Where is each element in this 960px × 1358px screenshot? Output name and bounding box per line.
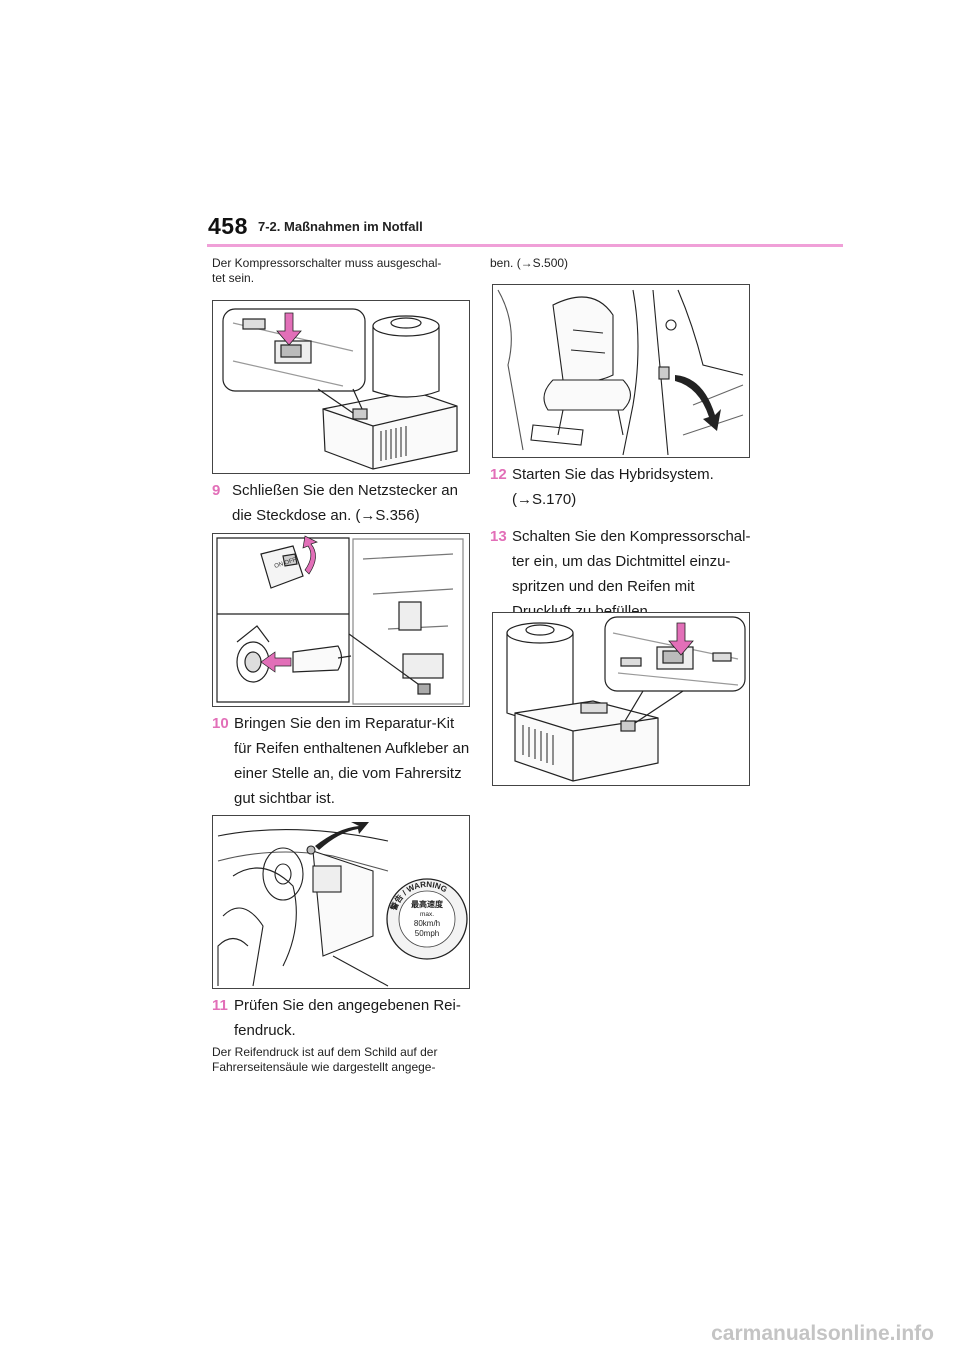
warning-label-line-2: max.	[420, 911, 434, 918]
step-10-line-3: einer Stelle an, die vom Fahrersitz	[234, 765, 462, 782]
step-12-line-2: (→S.170)	[512, 491, 577, 508]
step-10-number: 10	[212, 715, 229, 732]
intro-note-line-2: tet sein.	[212, 271, 255, 285]
step-12: 12 Starten Sie das Hybridsystem. (→S.170…	[490, 462, 752, 512]
footer-watermark[interactable]: carmanualsonline.info	[711, 1322, 934, 1345]
step-11: 11 Prüfen Sie den angegebenen Rei- fendr…	[212, 993, 470, 1043]
tire-pressure-note-line-2: Fahrerseitensäule wie dargestellt angege…	[212, 1060, 436, 1074]
intro-note-line-1: Der Kompressorschalter muss ausgeschal-	[212, 256, 442, 270]
header-divider	[207, 244, 843, 247]
section-title: 7-2. Maßnahmen im Notfall	[258, 219, 423, 234]
power-socket-figure: ON OFF	[212, 533, 470, 707]
step-11-line-2: fendruck.	[234, 1022, 296, 1039]
step-10-line-2: für Reifen enthaltenen Aufkleber an	[234, 740, 470, 757]
compressor-on-illustration	[506, 616, 746, 782]
intro-note: Der Kompressorschalter muss ausgeschal- …	[212, 256, 441, 286]
step-13-line-3: spritzen und den Reifen mit	[512, 578, 695, 595]
continued-note-line: ben. (→S.500)	[490, 256, 569, 270]
step-9: 9 Schließen Sie den Netzstecker an die S…	[212, 478, 470, 528]
step-13: 13 Schalten Sie den Kompressorschal- ter…	[490, 524, 752, 624]
compressor-switch-figure	[212, 300, 470, 474]
warning-sticker: 警告 / WARNING 最高速度 max. 80km/h 50mph	[386, 878, 468, 960]
step-11-line-1: Prüfen Sie den angegebenen Rei-	[234, 997, 461, 1014]
tire-pressure-note-line-1: Der Reifendruck ist auf dem Schild auf d…	[212, 1045, 438, 1059]
step-10-line-4: gut sichtbar ist.	[234, 790, 335, 807]
continued-note: ben. (→S.500)	[490, 256, 568, 271]
compressor-switch-illustration	[222, 308, 458, 470]
warning-label-illustration: 警告 / WARNING 最高速度 max. 80km/h 50mph	[217, 822, 468, 987]
warning-label-figure: 警告 / WARNING 最高速度 max. 80km/h 50mph	[212, 815, 470, 989]
power-socket-illustration: ON OFF	[216, 535, 464, 705]
step-13-number: 13	[490, 528, 507, 545]
driver-pillar-illustration	[497, 289, 744, 456]
step-12-line-1: Starten Sie das Hybridsystem.	[512, 466, 714, 483]
step-9-number: 9	[212, 482, 221, 499]
tire-pressure-note: Der Reifendruck ist auf dem Schild auf d…	[212, 1045, 437, 1075]
page-number: 458	[208, 213, 248, 239]
step-9-line-2: die Steckdose an. (→S.356)	[232, 507, 420, 524]
compressor-on-figure	[492, 612, 750, 786]
step-12-number: 12	[490, 466, 507, 483]
step-10: 10 Bringen Sie den im Reparatur-Kit für …	[212, 711, 470, 811]
step-13-line-1: Schalten Sie den Kompressorschal-	[512, 528, 751, 545]
warning-label-speed-1: 80km/h	[414, 919, 440, 928]
driver-pillar-figure	[492, 284, 750, 458]
step-13-line-2: ter ein, um das Dichtmittel einzu-	[512, 553, 731, 570]
warning-label-line-1: 最高速度	[411, 899, 444, 909]
step-10-line-1: Bringen Sie den im Reparatur-Kit	[234, 715, 455, 732]
step-11-number: 11	[212, 997, 228, 1014]
warning-label-speed-2: 50mph	[415, 929, 439, 938]
step-9-line-1: Schließen Sie den Netzstecker an	[232, 482, 458, 499]
